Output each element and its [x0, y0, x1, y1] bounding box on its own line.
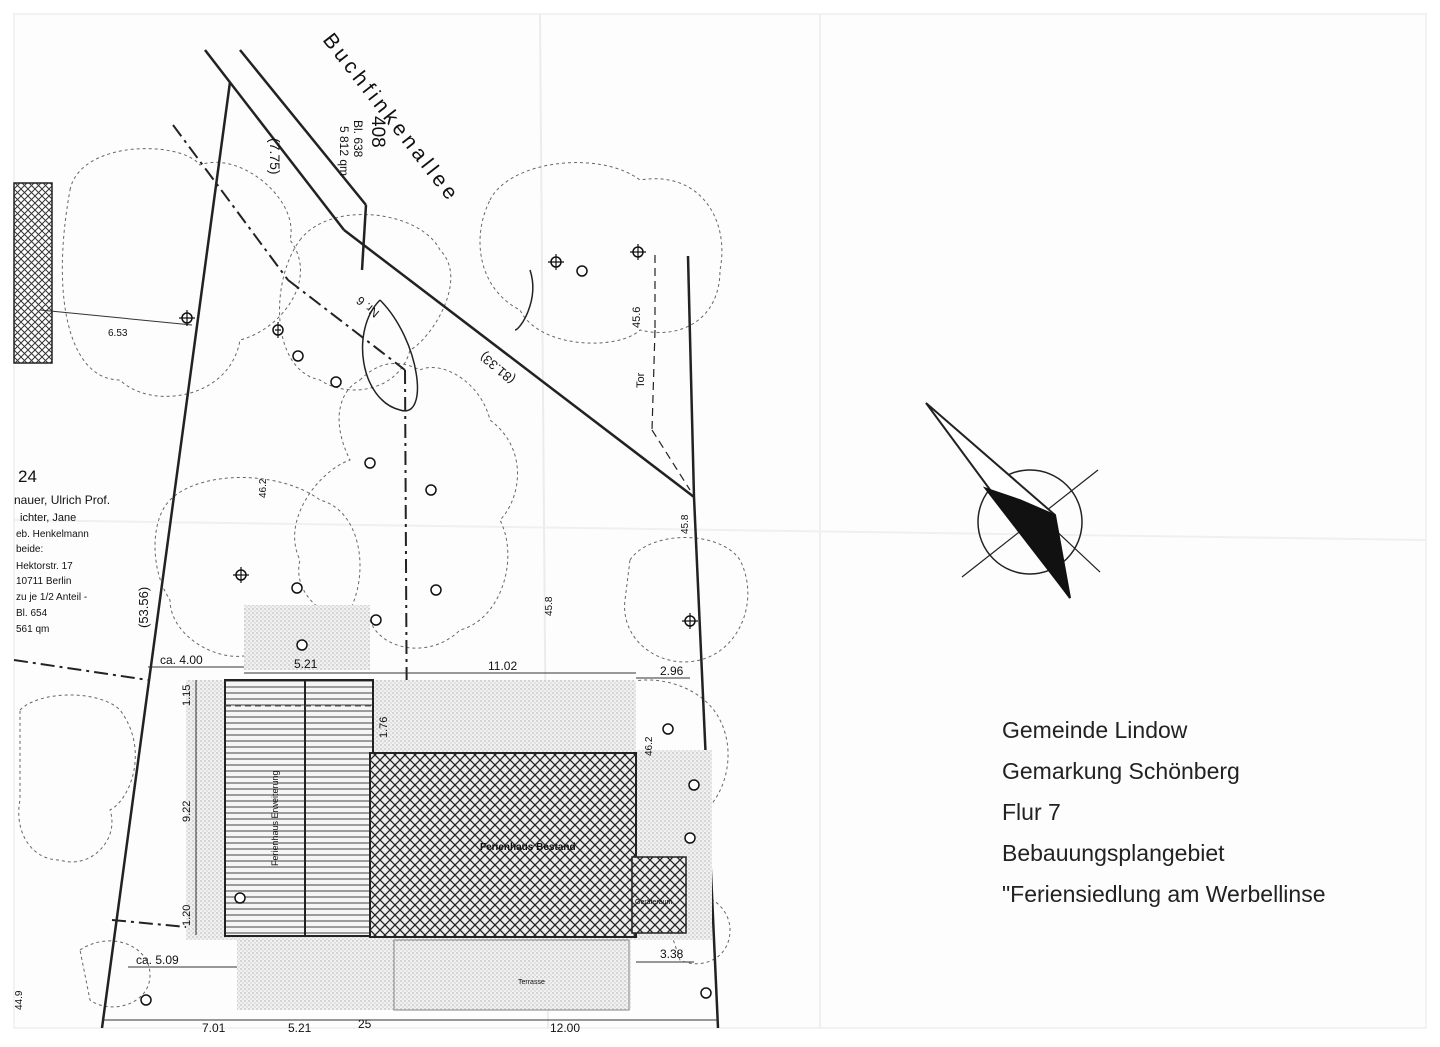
parcel-number: 408	[367, 116, 388, 148]
neighbour-line4: beide:	[16, 544, 43, 555]
project-name: "Feriensiedlung am Werbellinse	[1002, 881, 1326, 907]
neighbour-building	[13, 182, 53, 364]
parcel-area: 5 812 qm	[337, 126, 351, 176]
dim-115: 1.15	[181, 685, 193, 706]
district: Gemarkung Schönberg	[1002, 758, 1240, 784]
neighbour-line2: ichter, Jane	[20, 512, 76, 524]
dim-120: 1.20	[181, 905, 193, 926]
plan-area: Bebauungsplangebiet	[1002, 840, 1225, 866]
neighbour-owner-block: 24 nauer, Ulrich Prof. ichter, Jane eb. …	[14, 467, 110, 635]
title-block: Gemeinde Lindow Gemarkung Schönberg Flur…	[1002, 710, 1422, 915]
dim-521: 5.21	[294, 657, 318, 671]
left-setback: 6.53	[108, 328, 128, 339]
tree-canopies	[18, 148, 749, 1008]
terrace-south	[237, 940, 631, 1010]
dim-ca-509: ca. 5.09	[136, 953, 179, 967]
elev-gate: 45.6	[631, 307, 643, 328]
gate-label: Tor	[635, 372, 647, 388]
neighbour-line8: Bl. 654	[16, 608, 48, 619]
dim-1102: 11.02	[488, 659, 517, 673]
neighbour-line6: 10711 Berlin	[16, 576, 71, 587]
dim-ca-400: ca. 4.00	[160, 653, 203, 667]
equipment-room	[631, 856, 687, 934]
elev-south: 46.2	[644, 736, 655, 756]
dim-338: 3.38	[660, 947, 684, 961]
dim-bottom-521: 5.21	[288, 1021, 312, 1035]
dim-bottom-1200: 12.00	[550, 1021, 580, 1035]
north-arrow-icon	[925, 402, 1101, 599]
extension-building	[224, 679, 374, 937]
frontage-dim: (7.75)	[267, 138, 283, 175]
neighbour-line1: nauer, Ulrich Prof.	[14, 493, 110, 507]
terrace-north	[244, 605, 370, 670]
building-existing-label: Ferienhaus Bestand	[480, 842, 576, 853]
neighbour-line5: Hektorstr. 17	[16, 561, 73, 572]
equipment-room-label: Geräteraum	[635, 899, 673, 906]
building-extension-label: Ferienhaus Erweiterung	[270, 770, 280, 866]
west-dim: (53.56)	[136, 587, 151, 628]
elev-mid: 45.8	[544, 596, 555, 616]
flur: Flur 7	[1002, 799, 1061, 825]
dim-176: 1.76	[378, 717, 390, 738]
neighbour-line7: zu je 1/2 Anteil -	[16, 592, 87, 603]
neighbour-line9: 561 qm	[16, 624, 49, 635]
municipality: Gemeinde Lindow	[1002, 717, 1188, 743]
terrace-label: Terrasse	[518, 979, 545, 986]
dim-922: 9.22	[181, 801, 193, 822]
parcel-sheet: Bl. 638	[351, 120, 365, 158]
existing-building	[369, 752, 637, 938]
neighbour-line3: eb. Henkelmann	[16, 529, 89, 540]
elev-north: 46.2	[258, 478, 269, 498]
dim-296: 2.96	[660, 664, 684, 678]
neighbour-parcel: 24	[18, 467, 37, 486]
elev-east: 45.8	[680, 514, 691, 534]
left-edge-mark: 44.9	[14, 990, 25, 1010]
dim-bottom-25: 25	[358, 1017, 372, 1031]
dim-bottom-701: 7.01	[202, 1021, 226, 1035]
